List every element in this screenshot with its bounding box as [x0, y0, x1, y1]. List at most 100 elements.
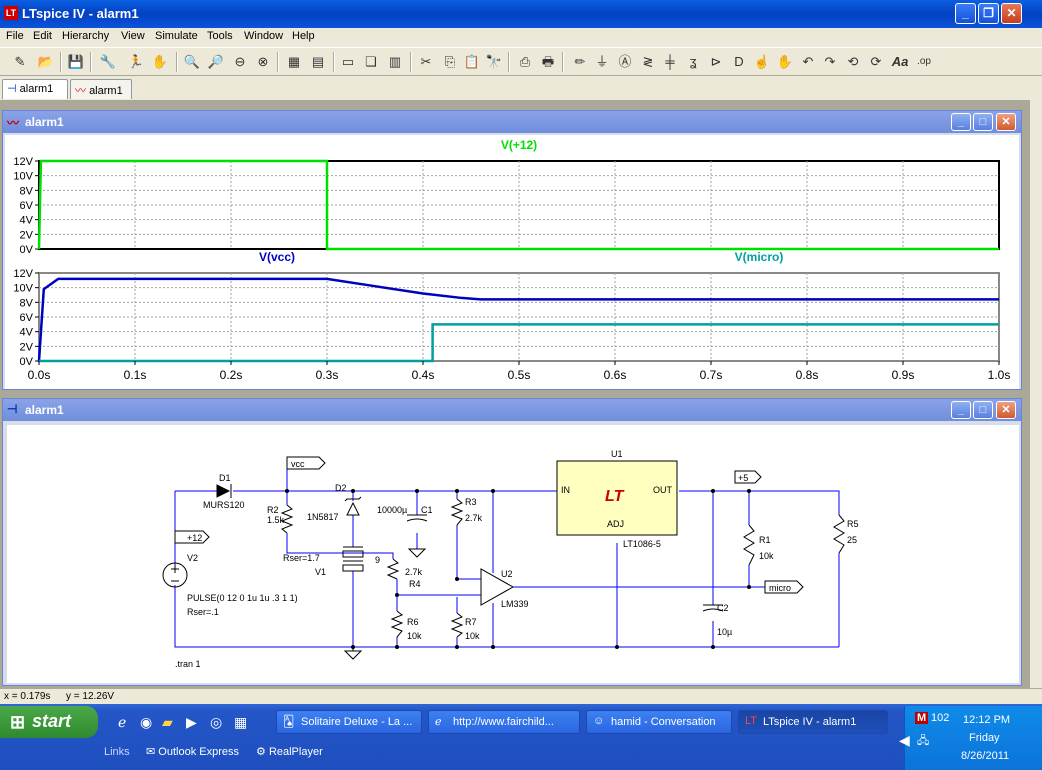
trace-label-vcc[interactable]: V(vcc)	[259, 250, 295, 264]
v2-pulse[interactable]: PULSE(0 12 0 1u 1u .3 1 1)	[187, 593, 298, 603]
find-icon[interactable]: 🔭	[485, 54, 503, 69]
quicklaunch-app-icon[interactable]: ◎	[210, 714, 223, 730]
schematic-close-button[interactable]: ✕	[996, 401, 1016, 419]
tran-directive[interactable]: .tran 1	[175, 659, 201, 669]
plus12-net-label[interactable]: +12	[187, 533, 202, 543]
d1-ref[interactable]: D1	[219, 473, 231, 483]
minimize-button[interactable]: _	[955, 3, 976, 24]
mirror-icon[interactable]: ⟳	[870, 54, 882, 69]
print-icon[interactable]: 🖶	[541, 54, 555, 69]
link-outlook-express[interactable]: ✉ Outlook Express	[146, 746, 239, 758]
r1-value[interactable]: 10k	[759, 551, 774, 561]
plus5-net-label[interactable]: +5	[738, 473, 748, 483]
trace-label-v12[interactable]: V(+12)	[501, 138, 537, 152]
link-realplayer[interactable]: ⚙ RealPlayer	[256, 746, 323, 758]
waveform-minimize-button[interactable]: _	[951, 113, 971, 131]
schematic-canvas[interactable]: D1 MURS120 D2 1N5817 R2 1.5k vcc 10000µ …	[7, 425, 1019, 683]
u1-ref[interactable]: U1	[611, 449, 623, 459]
menu-edit[interactable]: Edit	[33, 30, 52, 42]
task-ltspice[interactable]: LT LTspice IV - alarm1	[738, 710, 888, 734]
v2-ref[interactable]: V2	[187, 553, 198, 563]
d2-ref[interactable]: D2	[335, 483, 347, 493]
start-button[interactable]: ⊞ start	[0, 706, 98, 738]
v1-value[interactable]: 9	[375, 555, 380, 565]
trace-v12[interactable]	[37, 159, 999, 251]
menu-simulate[interactable]: Simulate	[155, 30, 198, 42]
vcc-net-label[interactable]: vcc	[291, 459, 305, 469]
u1-value[interactable]: LT1086-5	[623, 539, 661, 549]
schematic-minimize-button[interactable]: _	[951, 401, 971, 419]
resistor-icon[interactable]: ≷	[642, 54, 654, 69]
waveform-maximize-button[interactable]: □	[973, 113, 993, 131]
halt-icon[interactable]: ✋	[151, 54, 169, 69]
menu-tools[interactable]: Tools	[207, 30, 233, 42]
paste-icon[interactable]: 📋	[463, 54, 481, 69]
v2-rser[interactable]: Rser=.1	[187, 607, 219, 617]
autorange-icon[interactable]: ▦	[287, 54, 301, 69]
r3-value[interactable]: 2.7k	[465, 513, 483, 523]
drag-icon[interactable]: ✋	[776, 54, 794, 69]
task-solitaire[interactable]: 🂡 Solitaire Deluxe - La ...	[276, 710, 422, 734]
quicklaunch-paint-icon[interactable]: ▦	[234, 714, 248, 730]
restore-button[interactable]: ❐	[978, 3, 999, 24]
save-icon[interactable]: 💾	[67, 54, 85, 69]
antivirus-icon[interactable]: M	[915, 712, 929, 724]
undo-icon[interactable]: ↶	[802, 54, 814, 69]
menu-view[interactable]: View	[121, 30, 145, 42]
d1-value[interactable]: MURS120	[203, 500, 245, 510]
quicklaunch-folder-icon[interactable]: ▰	[162, 714, 173, 730]
v1-rser[interactable]: Rser=1.7	[283, 553, 320, 563]
d2-value[interactable]: 1N5817	[307, 512, 339, 522]
r2-ref[interactable]: R2	[267, 505, 279, 515]
diode-icon[interactable]: ⊳	[710, 54, 722, 69]
capacitor-icon[interactable]: ╪	[665, 54, 675, 69]
c1-value[interactable]: 10000µ	[377, 505, 407, 515]
task-conversation[interactable]: ☺ hamid - Conversation	[586, 710, 732, 734]
control-panel-icon[interactable]: 🔧	[99, 54, 117, 69]
grid-icon[interactable]: ▤	[311, 54, 325, 69]
menu-window[interactable]: Window	[244, 30, 284, 42]
micro-net-label[interactable]: micro	[769, 583, 791, 593]
waveform-chart[interactable]: 12V10V8V6V4V2V0V12V10V8V6V4V2V0VV(+12)V(…	[5, 135, 1019, 389]
tile-horizontal-icon[interactable]: ▭	[341, 54, 355, 69]
schematic-diagram[interactable]: D1 MURS120 D2 1N5817 R2 1.5k vcc 10000µ …	[7, 425, 1019, 683]
new-schematic-icon[interactable]: ✎	[14, 54, 26, 69]
tab-schematic[interactable]: ⊣ alarm1	[2, 79, 68, 99]
waveform-close-button[interactable]: ✕	[996, 113, 1016, 131]
r5-value[interactable]: 25	[847, 535, 857, 545]
u2-ref[interactable]: U2	[501, 569, 513, 579]
inductor-icon[interactable]: ʓ	[689, 54, 697, 69]
zoom-fit-icon[interactable]: ⊗	[257, 54, 269, 69]
r6-value[interactable]: 10k	[407, 631, 422, 641]
r6-ref[interactable]: R6	[407, 617, 419, 627]
open-folder-icon[interactable]: 📂	[37, 54, 55, 69]
cascade-icon[interactable]: ❏	[365, 54, 377, 69]
trace-vmicro[interactable]	[39, 323, 999, 363]
zoom-out-icon[interactable]: ⊖	[234, 54, 246, 69]
spice-directive-icon[interactable]: .op	[917, 56, 931, 67]
r7-ref[interactable]: R7	[465, 617, 477, 627]
quicklaunch-media-icon[interactable]: ▶	[186, 714, 197, 730]
r1-ref[interactable]: R1	[759, 535, 771, 545]
rotate-icon[interactable]: ⟲	[847, 54, 859, 69]
r5-ref[interactable]: R5	[847, 519, 859, 529]
ground-icon[interactable]: ⏚	[595, 54, 609, 69]
print-setup-icon[interactable]: ⎙	[519, 54, 531, 69]
pan-icon[interactable]: 🔎	[207, 54, 225, 69]
r4-ref[interactable]: R4	[409, 579, 421, 589]
u2-value[interactable]: LM339	[501, 599, 529, 609]
trace-vvcc[interactable]	[37, 277, 999, 362]
c2-value[interactable]: 10µ	[717, 627, 732, 637]
c2-ref[interactable]: C2	[717, 603, 729, 613]
cut-icon[interactable]: ✂	[420, 54, 432, 69]
quicklaunch-browser-icon[interactable]: ◉	[140, 714, 153, 730]
task-browser[interactable]: ℯ http://www.fairchild...	[428, 710, 580, 734]
label-net-icon[interactable]: Ⓐ	[618, 54, 632, 69]
zoom-in-icon[interactable]: 🔍	[183, 54, 201, 69]
menu-hierarchy[interactable]: Hierarchy	[62, 30, 110, 42]
tile-vertical-icon[interactable]: ▥	[388, 54, 402, 69]
r2-value[interactable]: 1.5k	[267, 515, 285, 525]
show-hidden-icons-icon[interactable]: ◀	[899, 732, 910, 748]
schematic-maximize-button[interactable]: □	[973, 401, 993, 419]
